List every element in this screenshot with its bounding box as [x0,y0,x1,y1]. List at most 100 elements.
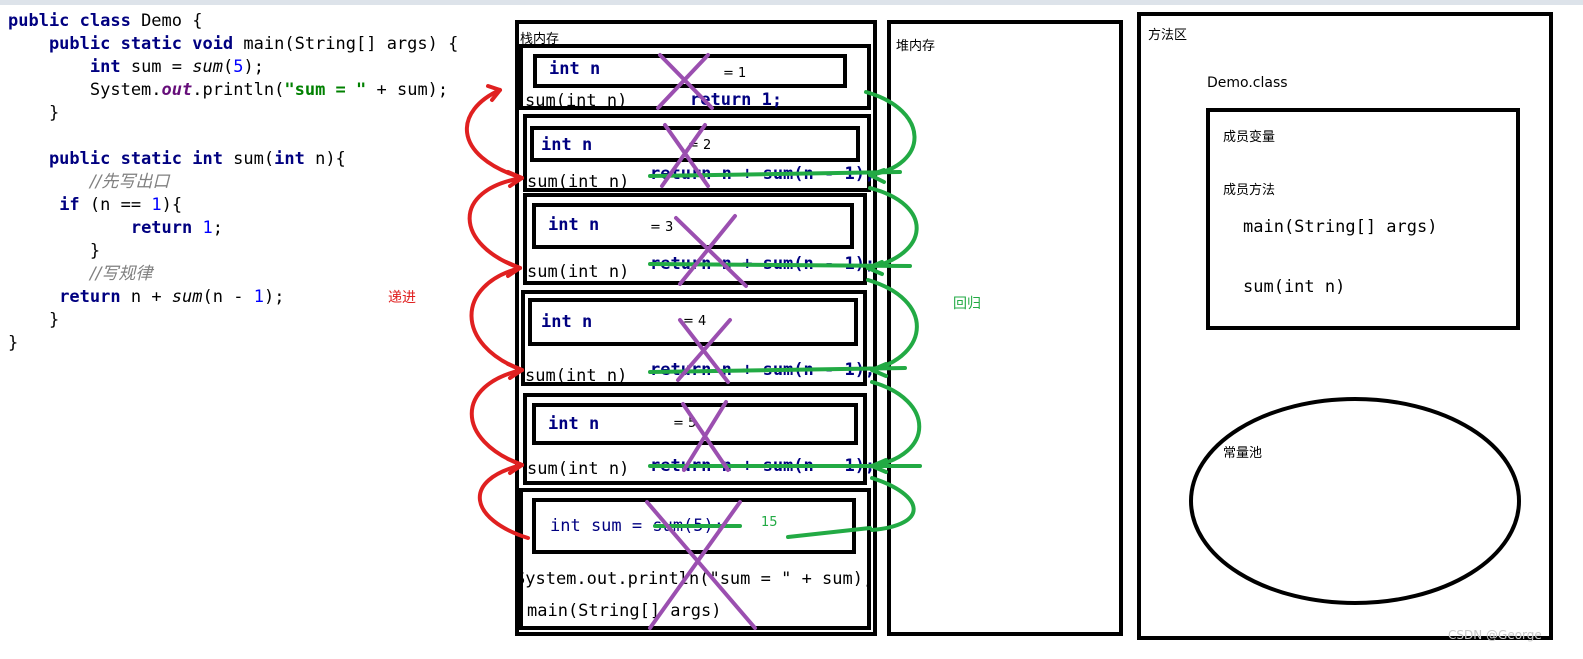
code-token: .println( [192,80,285,100]
code-token: ); [263,287,285,307]
red-arrow-n2-to-n1 [465,88,524,180]
frame-n4-value: = 4 [683,314,707,329]
member-vars-label: 成员变量 [1223,130,1276,145]
frame-n2-value: = 2 [688,138,712,153]
frame-n5-value: = 5 [673,416,697,431]
code-line: public static void main(String[] args) { [8,33,458,56]
code-token: 1 [151,195,162,215]
code-token: n + [130,287,172,307]
code-token: 1 [253,287,264,307]
frame-n1-var: int n [549,59,601,79]
code-token: System. [8,80,162,100]
code-token: } [8,310,60,330]
recursion-forward-label: 递进 [388,290,416,306]
code-token: sum [171,287,203,307]
method-area-title: 方法区 [1148,28,1188,43]
frame-n5-return: return n + sum(n - 1); [650,456,876,476]
frame-n1-value: = 1 [723,66,747,81]
code-token: 5 [233,57,244,77]
code-token: int [8,57,131,77]
code-token: return [130,218,203,238]
frame-n5-var: int n [548,414,600,434]
code-token [8,264,90,284]
code-token: ); [243,57,264,77]
frame-n3-value: = 3 [650,220,674,235]
code-token: (n - [202,287,254,307]
code-token: n){ [315,149,346,169]
code-token: + sum); [366,80,449,100]
frame-n1-method: sum(int n) [525,91,628,111]
code-token: "sum = " [284,80,367,100]
code-token: //写规律 [89,264,153,284]
code-line: return 1; [8,217,458,240]
main-result: 15 [761,515,778,530]
code-line: System.out.println("sum = " + sum); [8,79,458,102]
code-token: } [8,333,19,353]
frame-n3-method: sum(int n) [527,262,630,282]
frame-n4-method: sum(int n) [525,366,628,386]
main-var: int sum = sum(5); [550,516,724,536]
frame-n2-var: int n [541,135,593,155]
frame-n3-var: int n [548,215,600,235]
code-line: //先写出口 [8,171,458,194]
class-name: Demo.class [1207,75,1288,91]
code-token [8,287,59,307]
heap-memory-title: 堆内存 [896,39,936,54]
code-token: public static int [8,149,234,169]
code-line: } [8,332,458,355]
method-sum: sum(int n) [1243,277,1346,297]
code-line: public class Demo { [8,10,458,33]
code-line: } [8,102,458,125]
code-token: //先写出口 [89,172,170,192]
frame-n4-var: int n [541,312,593,332]
main-method: main(String[] args) [527,601,722,621]
frame-n1-return: return 1; [690,90,783,110]
code-line: return n + sum(n - 1); [8,286,458,309]
code-token: ){ [161,195,183,215]
stack-memory-title: 栈内存 [520,32,560,47]
stack-frame-n5 [523,393,867,485]
code-line: public static int sum(int n){ [8,148,458,171]
frame-n4-return: return n + sum(n - 1); [650,360,876,380]
method-area-box [1137,12,1553,640]
code-token: ; [212,218,223,238]
code-line: //写规律 [8,263,458,286]
heap-memory-box [887,20,1123,636]
code-token [8,218,131,238]
code-line: } [8,240,458,263]
code-token [8,195,59,215]
code-line [8,125,458,148]
code-token: } [8,241,101,261]
watermark: CSDN @George [1448,628,1542,642]
code-token: (n == [89,195,152,215]
code-panel: public class Demo { public static void m… [8,10,458,355]
class-box [1206,108,1520,330]
code-line: if (n == 1){ [8,194,458,217]
code-token: Demo { [141,11,203,31]
code-token: sum( [233,149,275,169]
frame-n3-return: return n + sum(n - 1); [650,254,876,274]
method-main: main(String[] args) [1243,217,1438,237]
window-top-strip [0,0,1583,5]
code-line: int sum = sum(5); [8,56,458,79]
code-token: sum [192,57,223,77]
code-token: main(String[] args) { [243,34,459,54]
frame-n5-method: sum(int n) [527,459,630,479]
main-println: System.out.println("sum = " + sum); [515,569,874,589]
recursion-back-label: 回归 [953,296,981,312]
code-token: return [59,287,131,307]
red-arrowhead-1 [486,84,502,102]
code-token: 1 [202,218,213,238]
code-token [8,172,90,192]
frame-n2-method: sum(int n) [527,172,630,192]
member-methods-label: 成员方法 [1223,183,1276,198]
code-token: sum = [130,57,193,77]
code-line: } [8,309,458,332]
code-token: ( [222,57,234,77]
frame-n2-return: return n + sum(n - 1); [650,164,876,184]
code-token: out [161,80,193,100]
code-token: public static void [8,34,244,54]
code-token: } [8,103,60,123]
constant-pool-label: 常量池 [1223,446,1263,461]
code-token: int [274,149,316,169]
